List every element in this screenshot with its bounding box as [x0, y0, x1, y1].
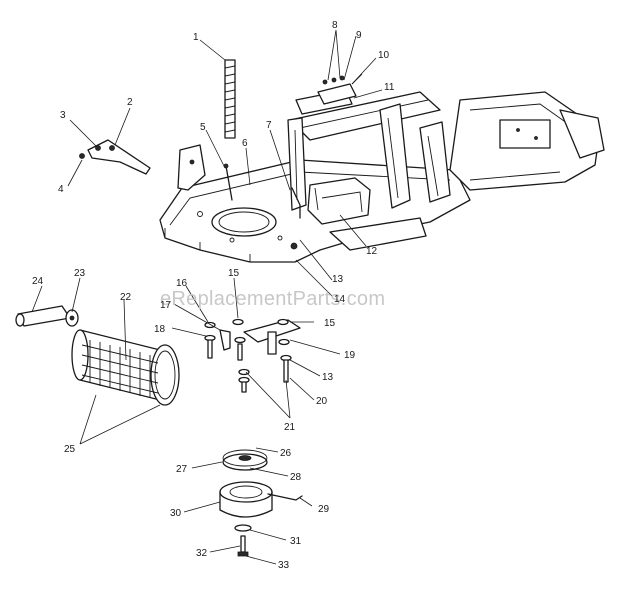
- callout-10: 10: [378, 50, 390, 61]
- watermark-text: eReplacementParts.com: [160, 288, 385, 310]
- part-5-rod: [223, 163, 233, 201]
- hardware-stack-left: [204, 321, 231, 359]
- callout-31: 31: [290, 536, 302, 547]
- callout-19: 19: [344, 350, 356, 361]
- callout-25: 25: [64, 444, 76, 455]
- callout-9: 9: [356, 30, 362, 41]
- part-27-pulley: [222, 449, 268, 471]
- part-23-clamp: [65, 309, 79, 327]
- callout-5: 5: [200, 122, 206, 133]
- callout-8: 8: [332, 20, 338, 31]
- callout-20: 20: [316, 396, 328, 407]
- callout-15-left: 15: [228, 268, 240, 279]
- callout-2: 2: [127, 97, 133, 108]
- callout-14: 14: [334, 294, 346, 305]
- part-19-plate: [243, 319, 301, 355]
- parts-8-11-hardware: [317, 73, 363, 105]
- callout-27: 27: [176, 464, 188, 475]
- hardware-stack-center: [232, 318, 250, 393]
- part-30-clutch: [219, 481, 303, 518]
- callout-30: 30: [170, 508, 182, 519]
- part-1-threaded-rod: [224, 59, 236, 139]
- mower-frame: [159, 89, 605, 263]
- part-7-link: [291, 187, 301, 219]
- callout-12: 12: [366, 246, 378, 257]
- callout-3: 3: [60, 110, 66, 121]
- callout-11: 11: [384, 82, 395, 93]
- callout-17: 17: [160, 300, 172, 311]
- callout-28: 28: [290, 472, 302, 483]
- callout-26: 26: [280, 448, 292, 459]
- parts-31-33-bolt: [234, 524, 252, 557]
- callout-24: 24: [32, 276, 44, 287]
- callout-1: 1: [193, 32, 199, 43]
- callout-labels: 1 2 3 4 5 6 7 8 9 10 11 12 13 13 14 15 1…: [32, 20, 395, 571]
- callout-13-lower: 13: [322, 372, 334, 383]
- callout-15-right: 15: [324, 318, 336, 329]
- callout-13-upper: 13: [332, 274, 344, 285]
- callout-18: 18: [154, 324, 166, 335]
- part-24-pipe: [15, 305, 71, 327]
- leader-lines: [31, 29, 383, 565]
- part-2-3-4-bracket: [79, 139, 151, 175]
- callout-16: 16: [176, 278, 188, 289]
- callout-32: 32: [196, 548, 208, 559]
- callout-29: 29: [318, 504, 330, 515]
- callout-4: 4: [58, 184, 64, 195]
- callout-6: 6: [242, 138, 248, 149]
- callout-23: 23: [74, 268, 86, 279]
- callout-7: 7: [266, 120, 272, 131]
- callout-33: 33: [278, 560, 290, 571]
- callout-21: 21: [284, 422, 296, 433]
- callout-22: 22: [120, 292, 132, 303]
- part-22-muffler: [71, 329, 180, 406]
